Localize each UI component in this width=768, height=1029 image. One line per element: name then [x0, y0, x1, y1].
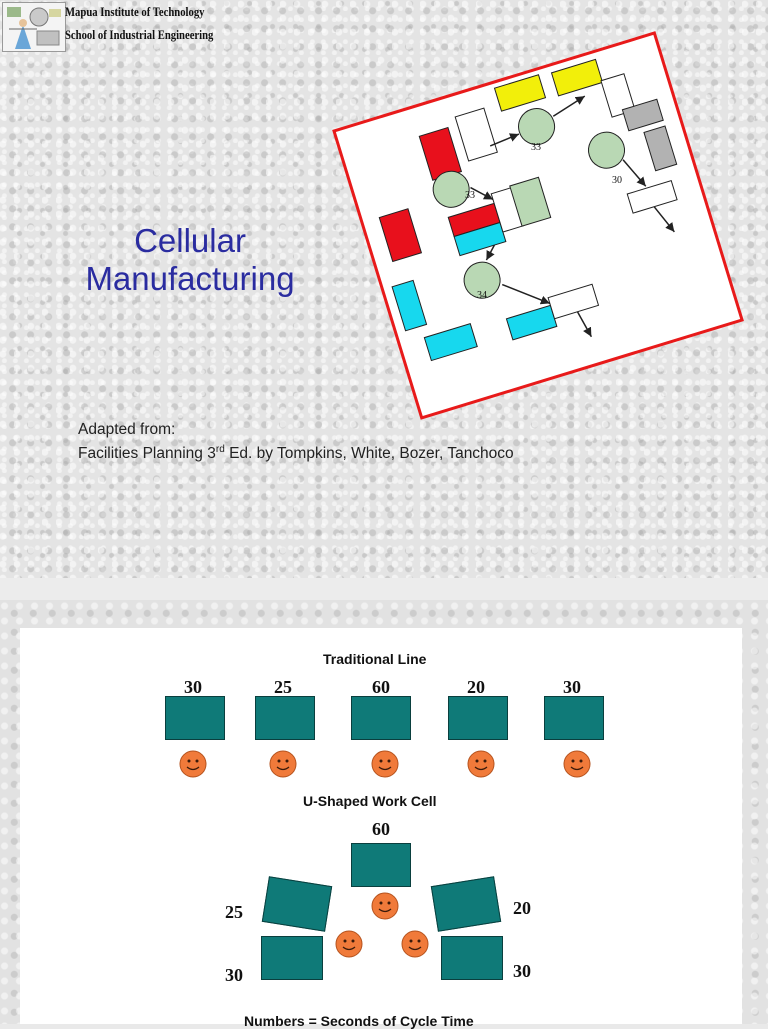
- operator-circle-3: [588, 131, 626, 169]
- time-traditional-5: 30: [563, 677, 581, 697]
- time-ushaped-top: 60: [372, 819, 390, 839]
- station-white-1: [454, 107, 498, 162]
- time-ushaped-upper-right: 20: [513, 898, 531, 918]
- station-ushaped-top: [351, 843, 411, 887]
- time-ushaped-lower-left: 30: [225, 965, 243, 985]
- institution-name: Mapua Institute of Technology: [65, 4, 205, 19]
- station-white-5: [547, 283, 600, 320]
- comparison-figure: Traditional Line 30 25 60 20 30 U-Shaped…: [20, 628, 742, 1029]
- station-traditional-5: [544, 696, 604, 740]
- operator-circle-4: [463, 261, 501, 299]
- title-line-1: Cellular: [134, 222, 246, 259]
- slide-title: Mapua Institute of Technology School of …: [0, 0, 768, 578]
- station-traditional-2: [255, 696, 315, 740]
- station-white-3: [626, 179, 678, 214]
- station-red-2: [378, 208, 423, 263]
- time-traditional-1: 30: [184, 677, 202, 697]
- station-traditional-4: [448, 696, 508, 740]
- station-gray-1: [621, 98, 664, 132]
- time-traditional-4: 20: [467, 677, 485, 697]
- credit-text-pre: Facilities Planning 3: [78, 445, 216, 463]
- logo-graphic: [7, 7, 61, 49]
- station-cyan-3: [423, 322, 478, 362]
- cell-label-1: 33: [531, 142, 541, 153]
- station-traditional-1: [165, 696, 225, 740]
- slide-title-text: Cellular Manufacturing: [40, 222, 340, 298]
- credit-line-1: Adapted from:: [78, 421, 176, 438]
- station-yellow-2: [550, 58, 604, 97]
- cell-layout-diagram: [332, 31, 744, 420]
- operator-circle-2: [432, 170, 470, 208]
- worker-face-icon: [371, 750, 399, 778]
- worker-face-icon: [401, 930, 429, 958]
- station-ushaped-upper-left: [261, 876, 333, 932]
- station-ushaped-lower-left: [261, 936, 323, 980]
- worker-face-icon: [371, 892, 399, 920]
- time-traditional-2: 25: [274, 677, 292, 697]
- worker-face-icon: [269, 750, 297, 778]
- slide-separator: [0, 578, 768, 600]
- time-traditional-3: 60: [372, 677, 390, 697]
- station-green-1: [509, 176, 552, 227]
- station-traditional-3: [351, 696, 411, 740]
- school-name: School of Industrial Engineering: [65, 27, 214, 42]
- worker-face-icon: [179, 750, 207, 778]
- cycle-time-footnote: Numbers = Seconds of Cycle Time: [244, 1013, 474, 1029]
- credit-superscript: rd: [215, 444, 225, 455]
- station-ushaped-upper-right: [430, 876, 502, 932]
- station-yellow-1: [493, 74, 547, 112]
- station-ushaped-lower-right: [441, 936, 503, 980]
- cell-label-3: 30: [612, 175, 622, 186]
- diagram-frame: [332, 31, 744, 420]
- station-gray-2: [643, 125, 678, 172]
- worker-face-icon: [467, 750, 495, 778]
- u-shaped-heading: U-Shaped Work Cell: [303, 793, 437, 809]
- credit-line-2: Facilities Planning 3rd Ed. by Tompkins,…: [78, 444, 514, 463]
- traditional-line-heading: Traditional Line: [323, 651, 427, 667]
- cell-label-4: 34: [477, 290, 487, 301]
- operator-circle-1: [518, 108, 556, 146]
- school-logo: [2, 2, 66, 52]
- title-line-2: Manufacturing: [85, 260, 295, 297]
- station-cyan-2: [391, 279, 428, 332]
- time-ushaped-upper-left: 25: [225, 902, 243, 922]
- cell-label-2: 33: [465, 190, 475, 201]
- worker-face-icon: [335, 930, 363, 958]
- time-ushaped-lower-right: 30: [513, 961, 531, 981]
- credit-text-post: Ed. by Tompkins, White, Bozer, Tanchoco: [224, 445, 514, 463]
- worker-face-icon: [563, 750, 591, 778]
